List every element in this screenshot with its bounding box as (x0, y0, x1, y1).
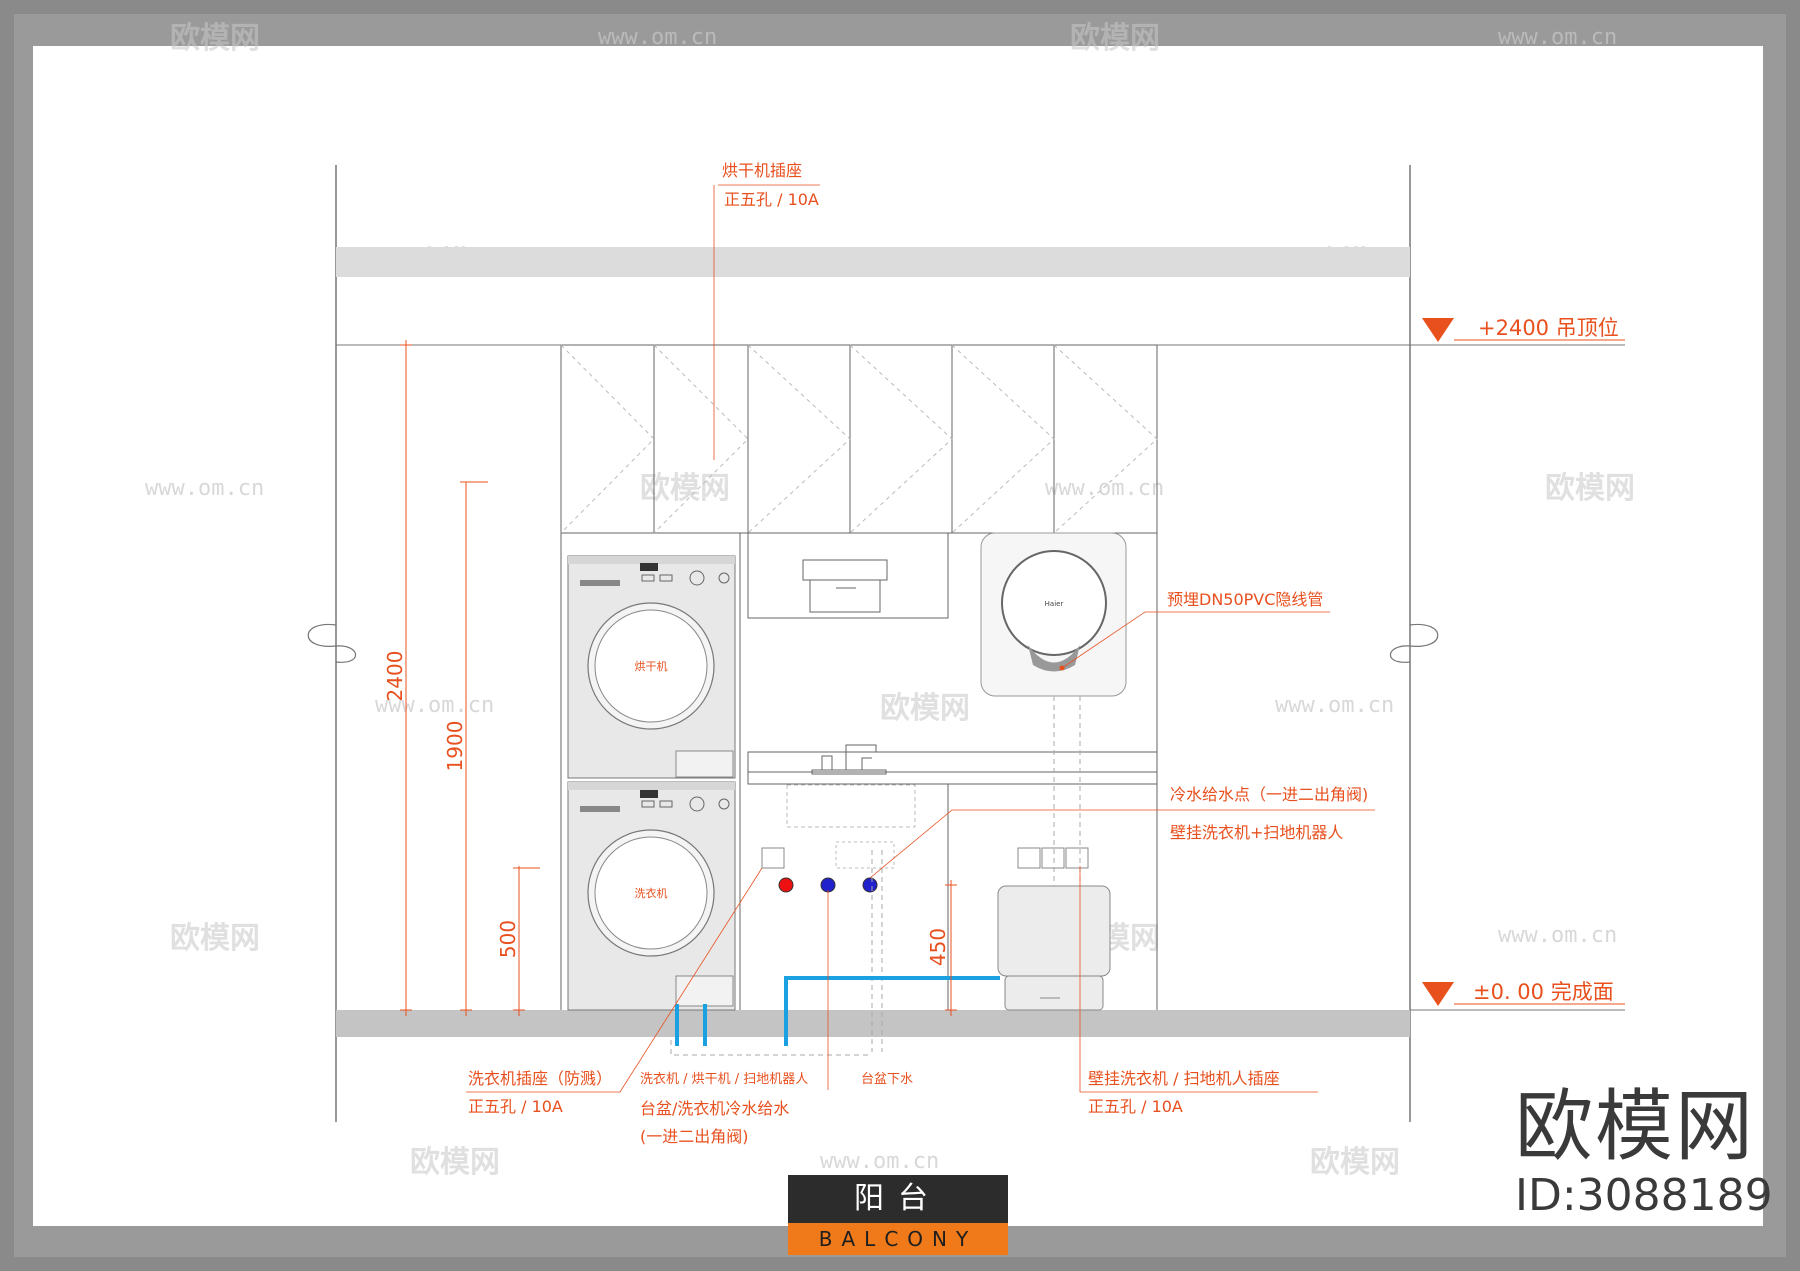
title-cn: 阳台 (788, 1175, 1008, 1223)
watermark-brand: 欧模网 (170, 921, 260, 956)
watermark-brand: 欧模网 (640, 471, 730, 506)
water-supply-pipe (675, 976, 1000, 1046)
storage-box (802, 559, 888, 613)
socket-icon (835, 841, 895, 869)
brand-id: ID:3088189 (1515, 1170, 1773, 1221)
cold-water-valve-icon (820, 877, 836, 893)
conduit-note: 预埋DN50PVC隐线管 (1167, 590, 1323, 609)
wall-washer-robot (997, 885, 1111, 1011)
water-heater (980, 532, 1127, 697)
watermark-brand: 欧模网 (1310, 1145, 1400, 1180)
dimension-1900: 1900 (443, 721, 467, 772)
cold-water-point-note: 冷水给水点（一进二出角阀) (1170, 785, 1368, 804)
dimension-2400: 2400 (383, 651, 407, 702)
basin-drain-label: 台盆下水 (861, 1072, 913, 1087)
watermark-brand: 欧模网 (1545, 471, 1635, 506)
watermark-layer: 欧模网 www.om.cn 欧模网 www.om.cn 欧模网 www.om.c… (145, 21, 1635, 1180)
dimension-500: 500 (496, 920, 520, 958)
washer-socket-title: 洗衣机插座（防溅） (468, 1069, 612, 1088)
watermark-brand: 欧模网 (410, 1145, 500, 1180)
break-mark (307, 623, 357, 663)
basin-faucet-icon (811, 744, 887, 775)
dryer-socket-title: 烘干机插座 (722, 161, 802, 180)
wall-socket-title: 壁挂洗衣机 / 扫地机人插座 (1088, 1069, 1280, 1088)
cold-supply-title: 台盆/洗衣机冷水给水 (640, 1099, 789, 1118)
washer-socket-spec: 正五孔 / 10A (468, 1097, 563, 1116)
watermark-url: www.om.cn (375, 693, 494, 718)
watermark-brand: 欧模网 (1070, 21, 1160, 56)
drain-pipe-dashed (670, 696, 1081, 1056)
dryer-socket-spec: 正五孔 / 10A (724, 190, 819, 209)
dryer-label: 烘干机 (635, 659, 668, 673)
watermark-url: www.om.cn (598, 25, 717, 50)
dimension-450: 450 (926, 928, 950, 966)
dryer (567, 555, 736, 779)
watermark-url: www.om.cn (1275, 693, 1394, 718)
ceiling-level-marker-icon (1422, 318, 1454, 342)
watermark-brand: 欧模网 (170, 21, 260, 56)
title-en: BALCONY (788, 1223, 1008, 1255)
floor-slab (336, 1010, 1410, 1037)
wall-socket-spec: 正五孔 / 10A (1088, 1097, 1183, 1116)
socket-icon (761, 847, 1089, 869)
watermark-brand: 欧模网 (880, 691, 970, 726)
break-mark (1389, 623, 1439, 663)
washer-label: 洗衣机 (635, 886, 668, 900)
watermark-url: www.om.cn (1045, 476, 1164, 501)
floor-level: ±0. 00 完成面 (1473, 980, 1614, 1004)
watermark-url: www.om.cn (1498, 923, 1617, 948)
ceiling-level: +2400 吊顶位 (1478, 316, 1619, 340)
washer (567, 781, 736, 1011)
cold-water-valve-icon (862, 877, 878, 893)
water-heater-brand: Haier (1045, 600, 1064, 608)
hot-water-valve-icon (778, 877, 794, 893)
cabinet-frame (560, 532, 1158, 1010)
leader-lines (466, 184, 1375, 1093)
title-block: 阳台 BALCONY (788, 1175, 1008, 1255)
watermark-url: www.om.cn (145, 476, 264, 501)
brand-logo: 欧模网 (1515, 1082, 1756, 1172)
watermark-url: www.om.cn (820, 1149, 939, 1174)
dimension-lines (400, 340, 957, 1016)
floor-level-marker-icon (1422, 982, 1454, 1006)
watermark-url: www.om.cn (1498, 25, 1617, 50)
cold-supply-note: (一进二出角阀) (640, 1127, 749, 1146)
ceiling-beam (336, 247, 1410, 277)
basin-outline (786, 784, 916, 828)
drain-labels: 洗衣机 / 烘干机 / 扫地机器人 (640, 1071, 808, 1087)
wall-washer-robot-note: 壁挂洗衣机+扫地机器人 (1170, 823, 1343, 842)
